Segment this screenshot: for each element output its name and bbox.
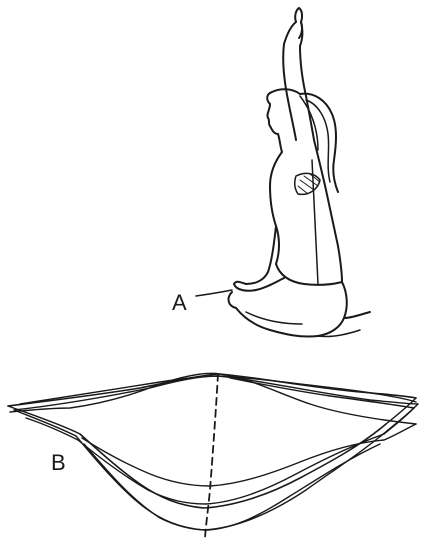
panel-b-label: B [51,452,66,474]
dashed-centerline [205,374,218,538]
panel-a-label: A [172,292,187,314]
